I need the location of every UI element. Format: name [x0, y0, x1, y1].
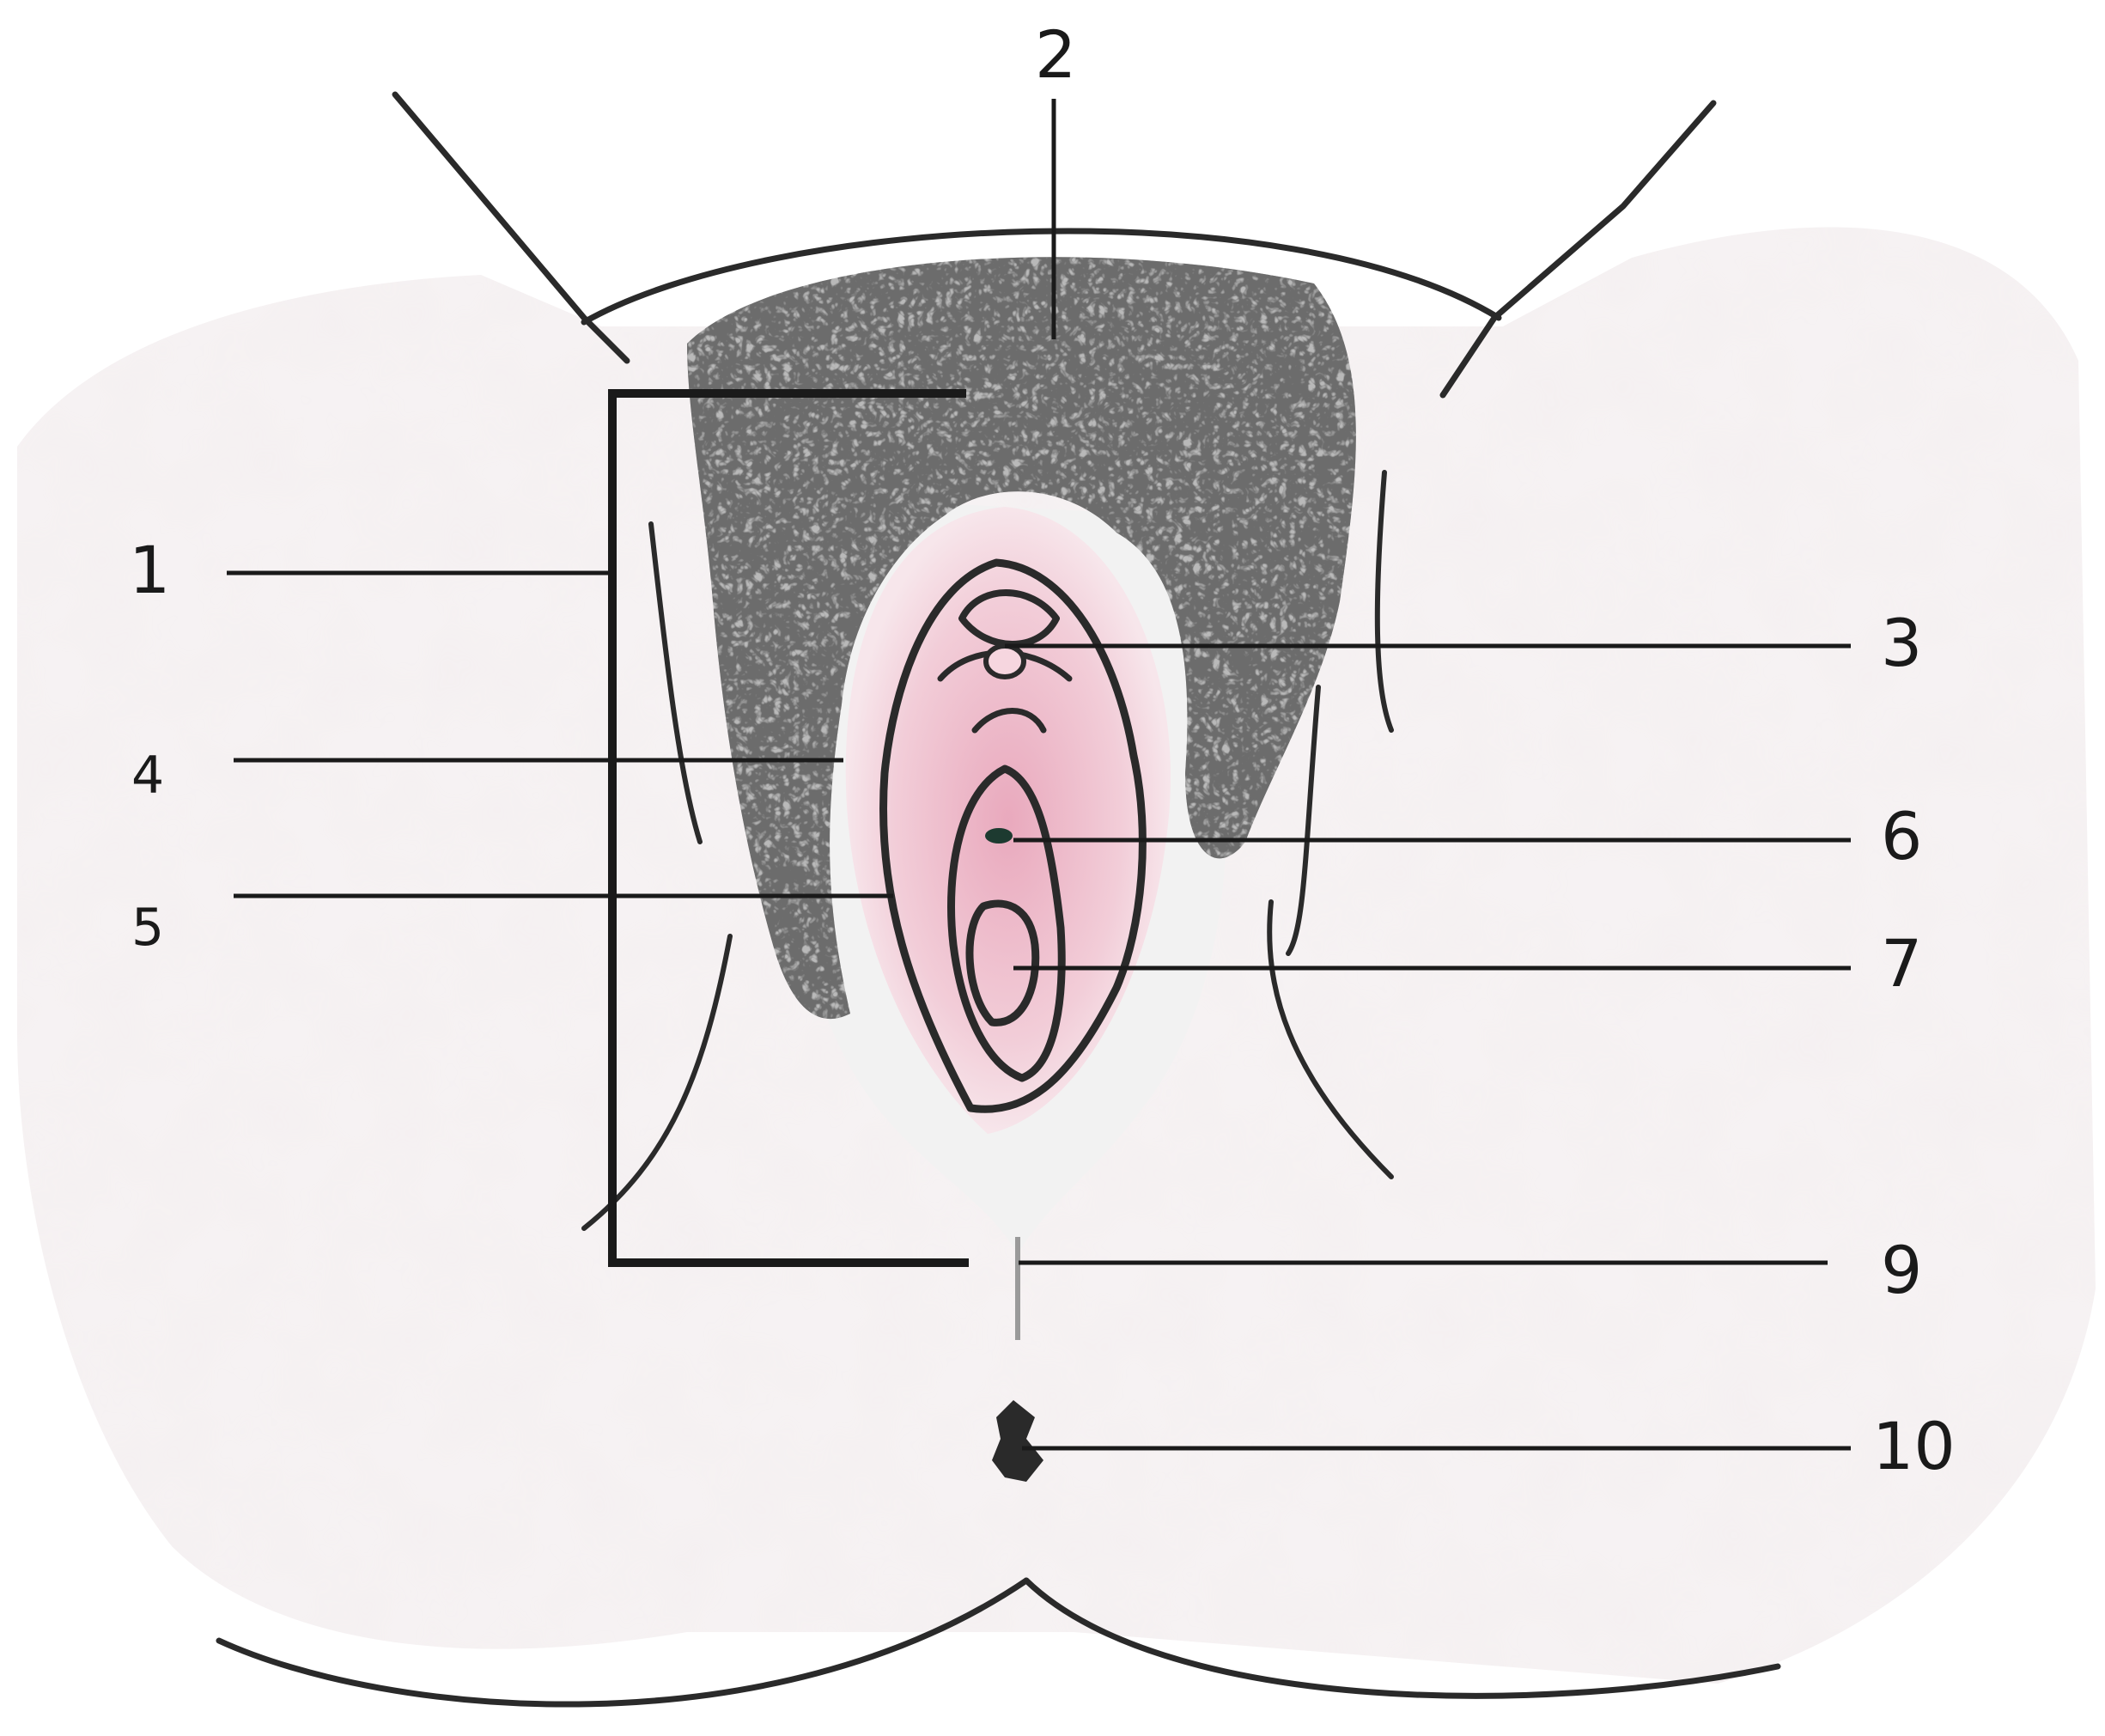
label-10: 10	[1872, 1408, 1956, 1484]
label-2: 2	[1035, 16, 1076, 93]
label-7: 7	[1881, 925, 1922, 1002]
label-1: 1	[129, 532, 170, 608]
label-3: 3	[1881, 605, 1922, 681]
label-6: 6	[1881, 798, 1922, 874]
label-5: 5	[131, 898, 164, 958]
label-4: 4	[131, 746, 164, 806]
clitoris	[986, 646, 1024, 677]
label-9: 9	[1881, 1232, 1922, 1308]
urethral-opening	[985, 828, 1013, 844]
